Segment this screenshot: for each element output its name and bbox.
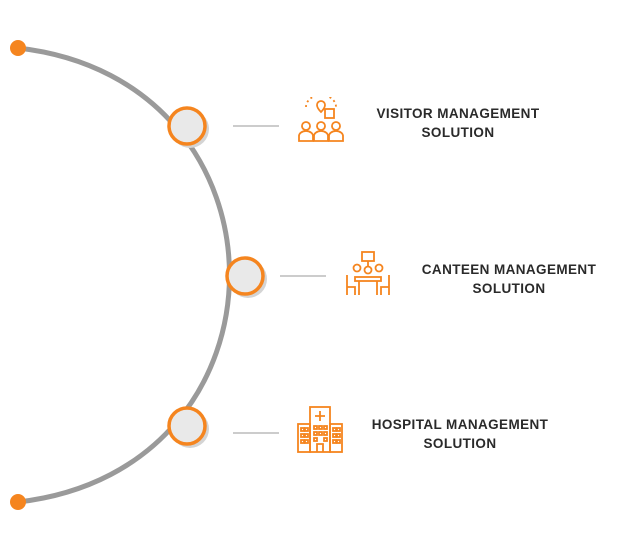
node-3 [167,406,209,448]
arc-start-dot [10,40,26,56]
item-label: CANTEEN MANAGEMENT SOLUTION [404,260,614,298]
item-label-line2: SOLUTION [472,281,546,296]
item-label: HOSPITAL MANAGEMENT SOLUTION [355,415,565,453]
item-label-line1: HOSPITAL MANAGEMENT [371,417,549,432]
item-canteen-management: CANTEEN MANAGEMENT SOLUTION [404,260,614,298]
item-label-line1: VISITOR MANAGEMENT [376,106,540,121]
item-visitor-management: VISITOR MANAGEMENT SOLUTION [358,104,558,142]
arc-end-dot [10,494,26,510]
item-hospital-management: HOSPITAL MANAGEMENT SOLUTION [355,415,565,453]
item-label-line1: CANTEEN MANAGEMENT [421,262,597,277]
item-label-line2: SOLUTION [421,125,495,140]
hospital-icon [297,406,343,453]
canteen-icon [346,251,390,295]
visitors-icon [298,97,344,142]
node-2 [225,256,267,298]
item-label: VISITOR MANAGEMENT SOLUTION [358,104,558,142]
node-1 [167,106,209,148]
item-label-line2: SOLUTION [423,436,497,451]
